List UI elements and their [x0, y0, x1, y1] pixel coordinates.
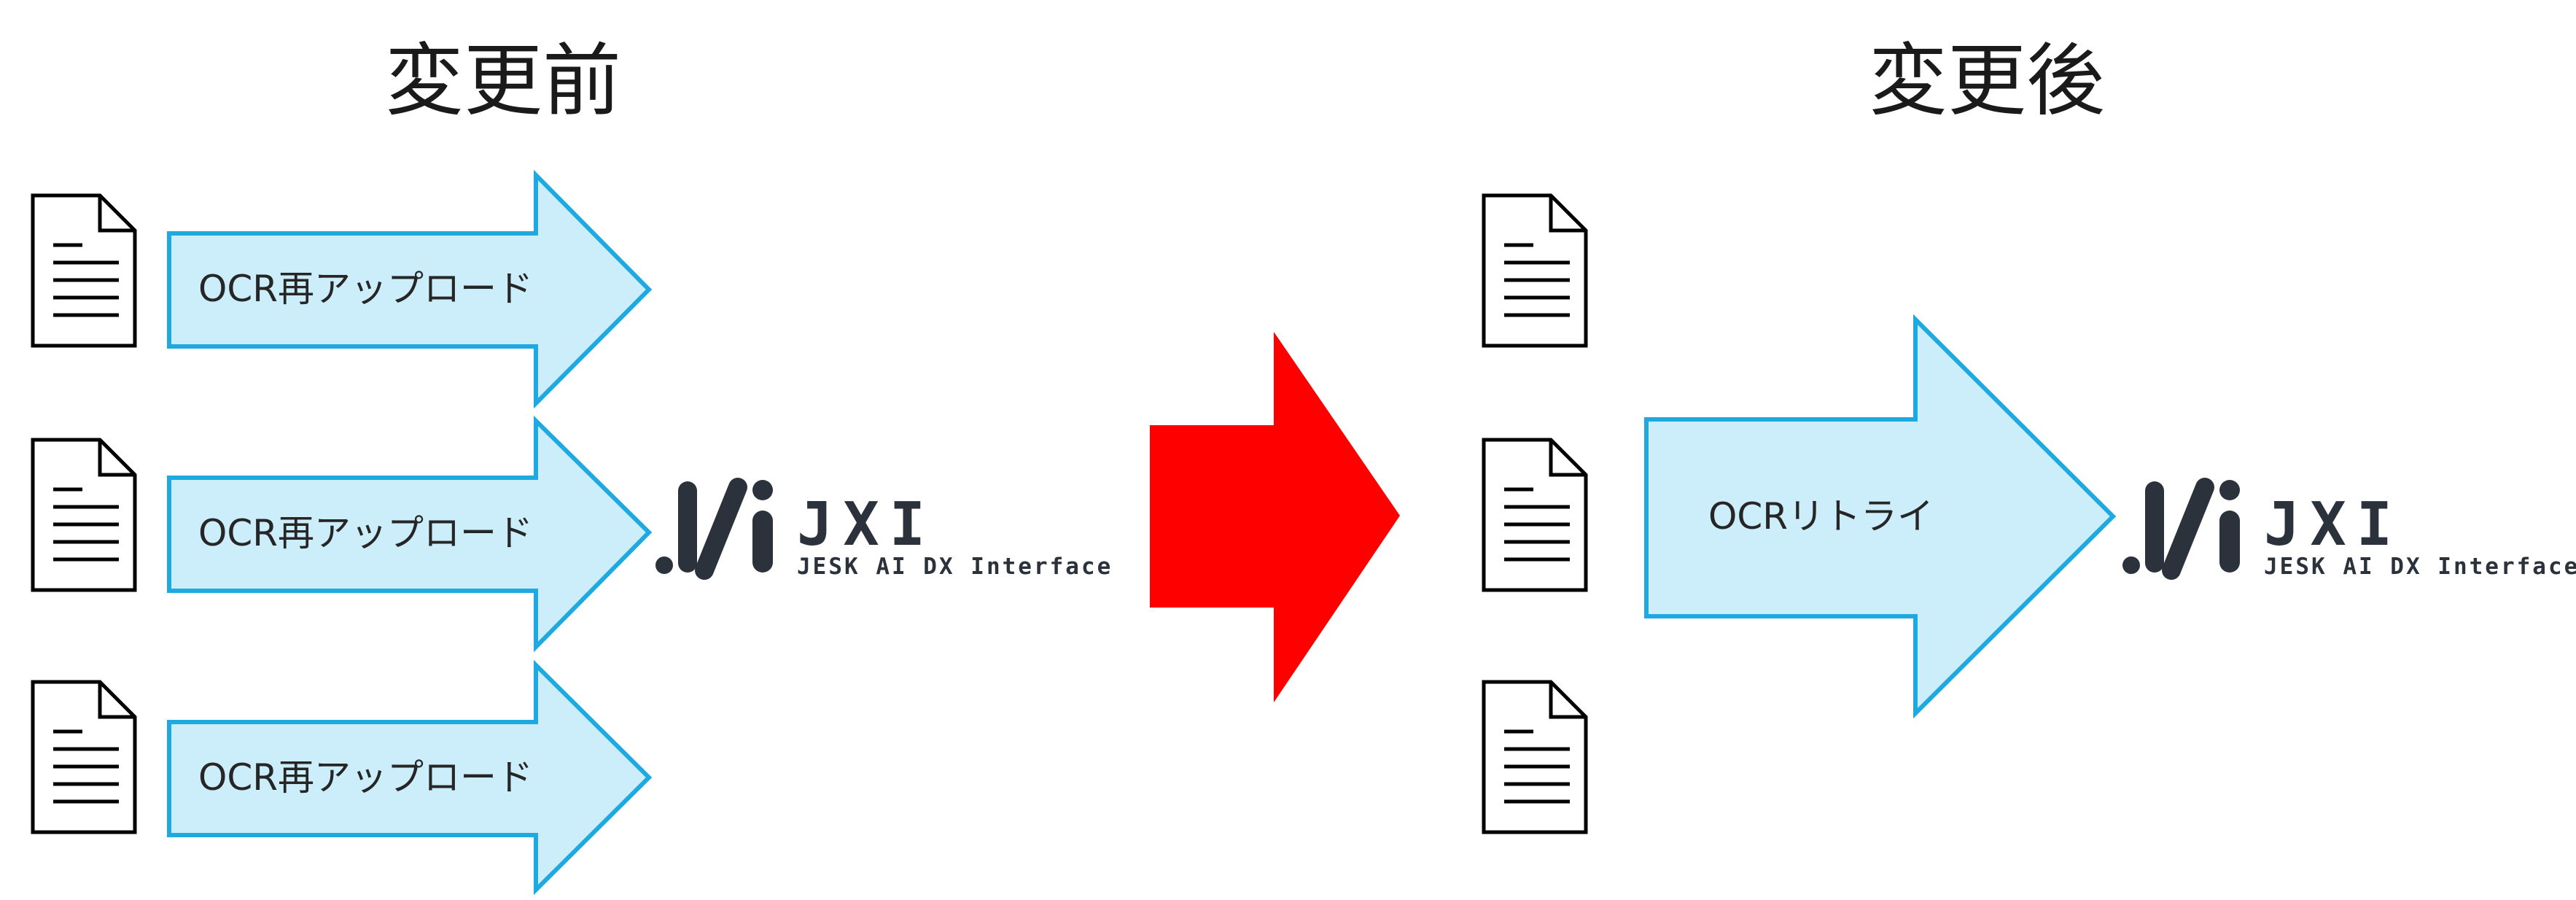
- transition-arrow-icon: [1150, 332, 1400, 702]
- document-icon: [31, 680, 137, 834]
- after-arrow: OCRリトライ: [1644, 314, 2117, 719]
- before-arrow-2: OCR再アップロード: [167, 415, 653, 653]
- before-document-2: [31, 438, 137, 592]
- arrow-label: OCR再アップロード: [198, 512, 533, 554]
- after-document-2: [1482, 438, 1588, 592]
- arrow-label: OCRリトライ: [1708, 495, 1934, 538]
- before-document-1: [31, 193, 137, 348]
- document-icon: [1482, 193, 1588, 348]
- after-document-1: [1482, 193, 1588, 348]
- document-icon: [1482, 438, 1588, 592]
- before-arrow-1: OCR再アップロード: [167, 169, 653, 409]
- after-document-3: [1482, 680, 1588, 834]
- document-icon: [1482, 680, 1588, 834]
- arrow-label: OCR再アップロード: [198, 268, 533, 310]
- arrow-label: OCR再アップロード: [198, 756, 533, 799]
- document-icon: [31, 438, 137, 592]
- brand-name: JXI: [2264, 490, 2402, 559]
- document-icon: [31, 193, 137, 348]
- after-heading: 変更後: [1869, 36, 2105, 127]
- brand-tagline: JESK AI DX Interface: [2264, 554, 2576, 580]
- brand-mark-icon: [2122, 478, 2240, 580]
- before-document-3: [31, 680, 137, 834]
- after-brand-logo: JXI JESK AI DX Interface: [2122, 478, 2576, 580]
- before-heading: 変更前: [385, 36, 621, 127]
- before-brand-logo: JXI JESK AI DX Interface: [655, 478, 1113, 580]
- brand-tagline: JESK AI DX Interface: [797, 554, 1113, 580]
- before-arrow-3: OCR再アップロード: [167, 659, 653, 896]
- brand-mark-icon: [655, 478, 773, 580]
- brand-name: JXI: [797, 490, 935, 559]
